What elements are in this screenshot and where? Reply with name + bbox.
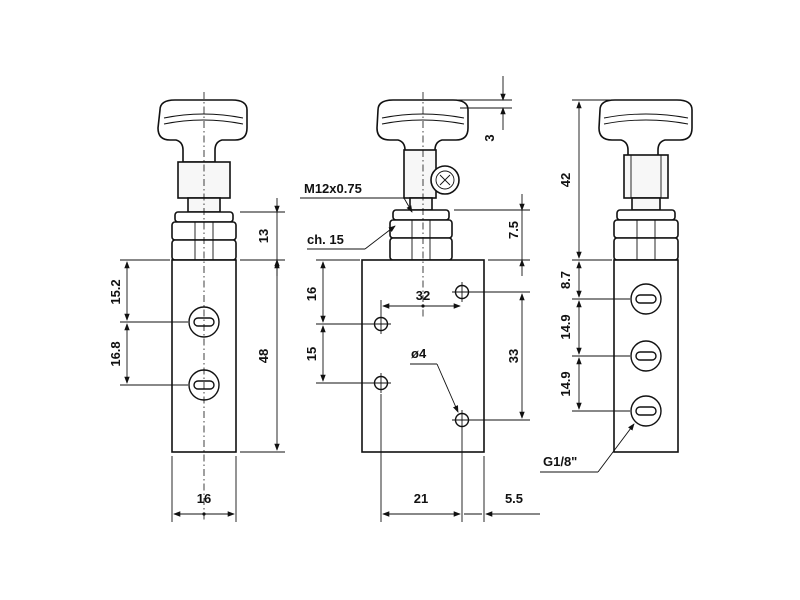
right-nut-1 — [616, 209, 676, 221]
dim-48-label: 48 — [256, 349, 271, 363]
right-nut-3 — [613, 237, 679, 261]
middle-stem — [403, 149, 437, 199]
right-knob — [598, 99, 693, 163]
middle-nut-1 — [392, 209, 450, 221]
thread-label: M12x0.75 — [304, 181, 362, 196]
dim-8-7-label: 8.7 — [558, 271, 573, 289]
dim-15-mid-label: 15 — [304, 347, 319, 361]
middle-nut-3 — [389, 237, 453, 261]
dim-14-9-a-label: 14.9 — [558, 314, 573, 339]
right-view — [598, 99, 693, 453]
dim-16-8-label: 16.8 — [108, 341, 123, 366]
wrench-label: ch. 15 — [307, 232, 344, 247]
left-dimensions: 13 48 15.2 16.8 16 — [108, 198, 285, 522]
dim-32-label: 32 — [416, 288, 430, 303]
right-dimensions: 42 8.7 14.9 14.9 G1/8" — [540, 99, 635, 473]
dim-5-5-label: 5.5 — [505, 491, 523, 506]
dim-13-label: 13 — [256, 229, 271, 243]
dim-16-left-label: 16 — [197, 491, 211, 506]
dim-21-label: 21 — [414, 491, 428, 506]
middle-dimensions: 3 M12x0.75 ch. 15 7.5 33 32 16 15 — [300, 76, 540, 522]
left-knob — [157, 99, 248, 163]
dim-14-9-b-label: 14.9 — [558, 371, 573, 396]
port-thread-label: G1/8" — [543, 454, 577, 469]
dim-7-5-label: 7.5 — [506, 221, 521, 239]
right-nut-2 — [613, 219, 679, 239]
hole-diameter-label: ø4 — [411, 346, 427, 361]
middle-view — [361, 92, 485, 453]
middle-nut-2 — [389, 219, 453, 239]
dim-42-label: 42 — [558, 173, 573, 187]
dim-33-label: 33 — [506, 349, 521, 363]
left-view — [157, 92, 248, 520]
dim-16-mid-label: 16 — [304, 287, 319, 301]
dim-3-label: 3 — [482, 134, 497, 141]
dim-15-2-label: 15.2 — [108, 279, 123, 304]
